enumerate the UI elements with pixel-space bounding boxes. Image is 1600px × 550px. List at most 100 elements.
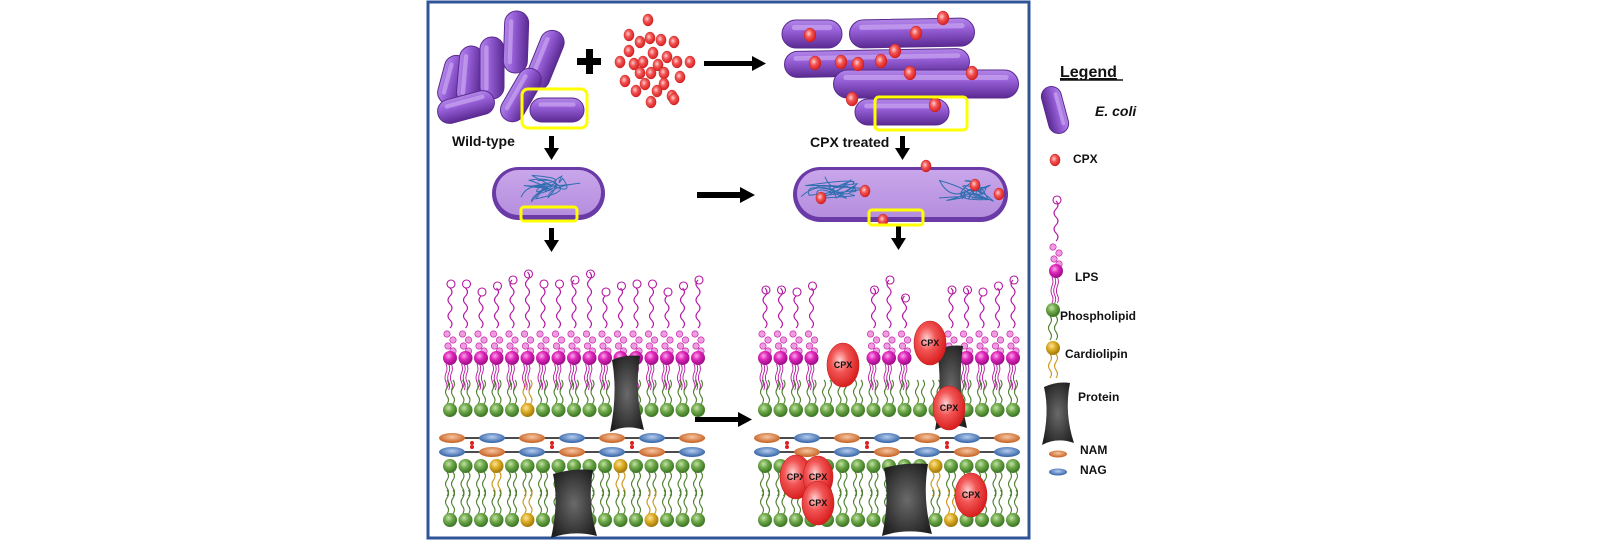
- phospholipid-molecule: [1046, 303, 1060, 341]
- nam-sugar: [834, 433, 860, 443]
- cpx-molecule: [888, 43, 902, 59]
- cpx-molecule: [909, 25, 923, 41]
- lps-molecule: [773, 285, 788, 391]
- wild-type-ecoli-cluster: [437, 10, 589, 130]
- cpx-molecule: [965, 65, 979, 81]
- cpx-molecule: [634, 66, 646, 80]
- nam-sugar: [994, 433, 1020, 443]
- nam-sugar: [914, 433, 940, 443]
- arrow-right-middle: [697, 187, 755, 203]
- ecoli-rod: [479, 36, 505, 100]
- cpx-molecule: [834, 54, 848, 70]
- dna-strand: [520, 174, 581, 203]
- lps-molecule: [660, 287, 674, 391]
- cpx-icon: [1049, 153, 1061, 167]
- cpx-molecule: [630, 84, 642, 98]
- lps-molecule: [897, 293, 912, 391]
- phospholipid-molecule: [489, 489, 504, 527]
- phospholipid-molecule: [975, 379, 989, 417]
- arrow-down-cpx-1: [895, 136, 910, 160]
- phospholipid-molecule: [675, 379, 690, 417]
- cpx-molecule: [655, 33, 667, 47]
- cpx-molecule: [928, 97, 942, 113]
- wild-type-label: Wild-type: [452, 133, 515, 149]
- phospholipid-molecule: [835, 459, 850, 497]
- svg-text:CPX: CPX: [834, 360, 853, 370]
- lps-molecule: [536, 279, 550, 391]
- cardiolipin-molecule: [520, 379, 535, 417]
- arrow-down-wt-2: [544, 228, 559, 252]
- nag-sugar: [519, 447, 545, 457]
- nam-sugar: [794, 447, 820, 457]
- cardiolipin-molecule: [613, 459, 628, 497]
- cpx-molecule-cluster: [614, 13, 696, 109]
- membrane-protein: [610, 355, 644, 432]
- ecoli-rod: [529, 97, 585, 123]
- cpx-molecule: [668, 35, 680, 49]
- lps-molecule: [520, 269, 535, 391]
- phospholipid-molecule: [913, 379, 927, 417]
- phospholipid-molecule: [804, 379, 819, 417]
- highlight-box: [873, 95, 969, 132]
- nag-sugar: [874, 433, 900, 443]
- svg-text:CPX: CPX: [809, 472, 828, 482]
- phospholipid-molecule: [505, 379, 519, 417]
- svg-text:CPX: CPX: [940, 403, 959, 413]
- nam-sugar: [679, 433, 705, 443]
- phospholipid-molecule: [458, 379, 473, 417]
- cpx-molecule: [645, 66, 657, 80]
- cpx-molecule: [658, 77, 670, 91]
- nag-sugar: [599, 447, 625, 457]
- cpx-molecule: [815, 191, 827, 205]
- cpx-molecule: [874, 53, 888, 69]
- cpx-molecule: [642, 13, 654, 27]
- nag-sugar: [479, 433, 505, 443]
- ecoli-rod: [502, 10, 530, 74]
- phospholipid-molecule: [897, 379, 912, 417]
- cpx-molecule: [803, 27, 817, 43]
- highlight-box: [519, 205, 579, 223]
- cpx-molecule: [920, 159, 932, 173]
- cpx-molecule: [623, 28, 635, 42]
- phospholipid-molecule: [928, 489, 943, 527]
- lps-icon: [1049, 195, 1063, 304]
- cpx-molecule: [647, 46, 659, 60]
- phospholipid-molecule: [990, 489, 1005, 527]
- legend-label-lps: LPS: [1075, 270, 1098, 284]
- cpx-molecule: [661, 50, 673, 64]
- cpx-molecule: [671, 55, 683, 69]
- arrow-right-top: [704, 56, 766, 71]
- membrane-protein: [1042, 382, 1074, 445]
- dna-strand: [938, 179, 994, 202]
- lps-molecule: [990, 281, 1005, 391]
- phospholipid-molecule: [773, 379, 788, 417]
- nam-sugar: [874, 447, 900, 457]
- membrane-protein: [882, 463, 932, 536]
- legend-label-cpx: CPX: [1073, 152, 1098, 166]
- phospholipid-molecule: [990, 379, 1005, 417]
- phospholipid-molecule: [1006, 379, 1020, 417]
- ecoli-rod: [854, 98, 950, 126]
- lps-molecule: [866, 285, 881, 391]
- phospholipid-molecule: [866, 489, 881, 527]
- cpx-molecule: [851, 56, 865, 72]
- nag-sugar: [639, 433, 665, 443]
- nag-sugar: [834, 447, 860, 457]
- cpx-bubble: CPX: [954, 472, 988, 518]
- cpx-treated-cell-cross-section: [793, 159, 1008, 227]
- legend-label-nag: NAG: [1080, 463, 1107, 477]
- crosslink: [630, 441, 634, 445]
- phospholipid-molecule: [629, 489, 643, 527]
- legend-label-cardiolipin: Cardiolipin: [1065, 347, 1128, 361]
- cpx-molecule: [623, 44, 635, 58]
- phospholipid-molecule: [758, 379, 772, 417]
- arrow-down-wt-1: [544, 136, 559, 160]
- nam-sugar: [639, 447, 665, 457]
- arrows: [544, 56, 910, 427]
- crosslink: [630, 445, 634, 449]
- membrane-protein: [551, 469, 597, 538]
- cpx-molecule: [644, 31, 656, 45]
- nag-sugar: [794, 433, 820, 443]
- lps-molecule: [675, 281, 690, 391]
- nag-sugar: [954, 433, 980, 443]
